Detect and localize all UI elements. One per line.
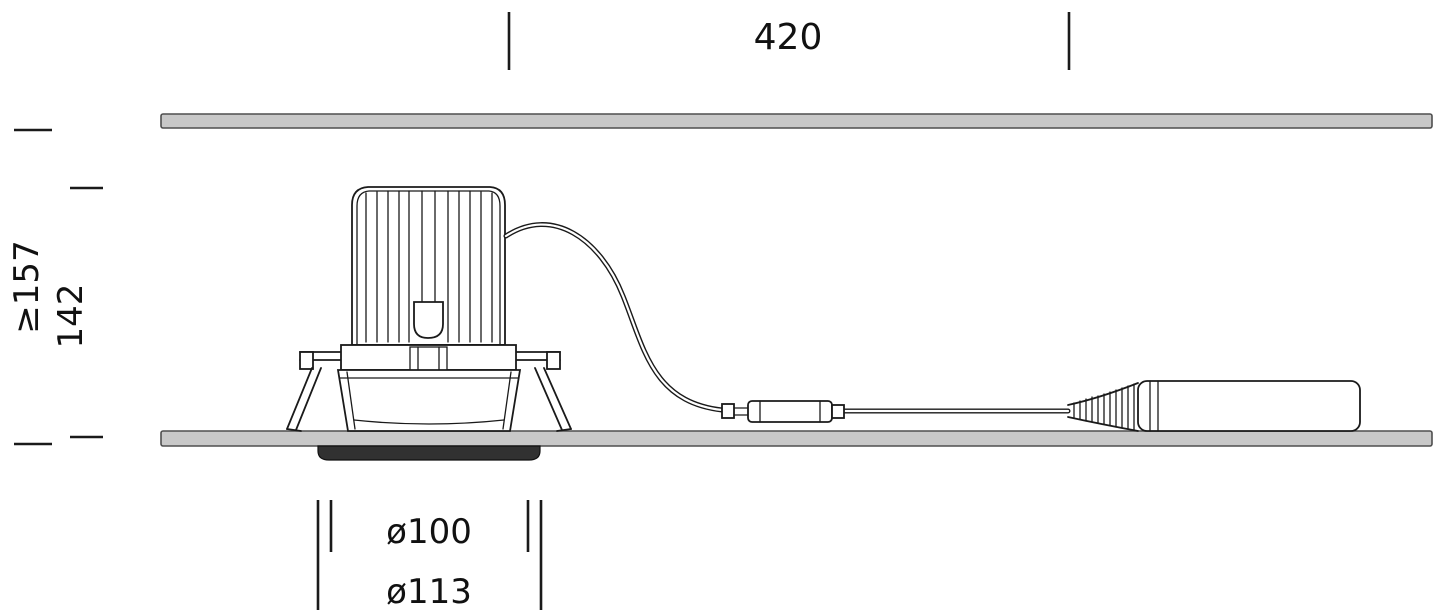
spring-clip-left — [286, 367, 322, 432]
flange-tab-left — [299, 351, 314, 370]
spring-arm — [286, 367, 313, 430]
inline-connector — [721, 400, 845, 423]
heatsink-outline — [351, 186, 506, 346]
flange-tab-right — [546, 351, 561, 370]
downlight-fixture — [286, 186, 572, 461]
connector-ferrule-right — [831, 404, 845, 419]
driver-unit — [1067, 380, 1361, 432]
driver-box — [1137, 380, 1361, 432]
spring-foot — [556, 428, 572, 432]
mounting-bracket — [299, 351, 561, 370]
bottom-dimensions: ø100 ø113 — [316, 500, 543, 612]
spring-clip-right — [534, 367, 572, 432]
dim-label-trim: ø113 — [386, 572, 472, 612]
cable-run-left — [503, 222, 725, 413]
spring-arm — [534, 367, 563, 431]
left-dimensions: ≥157 142 — [7, 128, 103, 446]
dim-label-cutout: ø100 — [386, 512, 472, 552]
ceiling-upper-panel — [160, 113, 1433, 129]
ceiling-lower-panel — [160, 430, 1433, 447]
housing-curve — [353, 419, 505, 425]
center-clamp — [409, 346, 448, 373]
connector-ferrule-left — [721, 403, 735, 419]
heatsink-inner-wall — [356, 190, 501, 346]
dim-label-420: 420 — [754, 17, 823, 58]
dim-label-height: 142 — [51, 284, 91, 349]
spring-foot — [286, 428, 302, 432]
heatsink — [351, 186, 506, 346]
trim-bezel — [317, 445, 541, 461]
dim-label-min-recess: ≥157 — [7, 240, 47, 333]
center-knob — [413, 301, 444, 339]
fixture-housing — [336, 369, 522, 432]
spring-arm — [295, 367, 322, 431]
top-dimension: 420 — [507, 12, 1071, 70]
cable-core — [504, 223, 724, 412]
spring-arm — [543, 367, 572, 430]
supply-cable — [503, 222, 1071, 414]
fixture-neck — [340, 344, 517, 373]
housing-outline — [336, 369, 522, 432]
strain-relief-boot — [1067, 382, 1139, 432]
